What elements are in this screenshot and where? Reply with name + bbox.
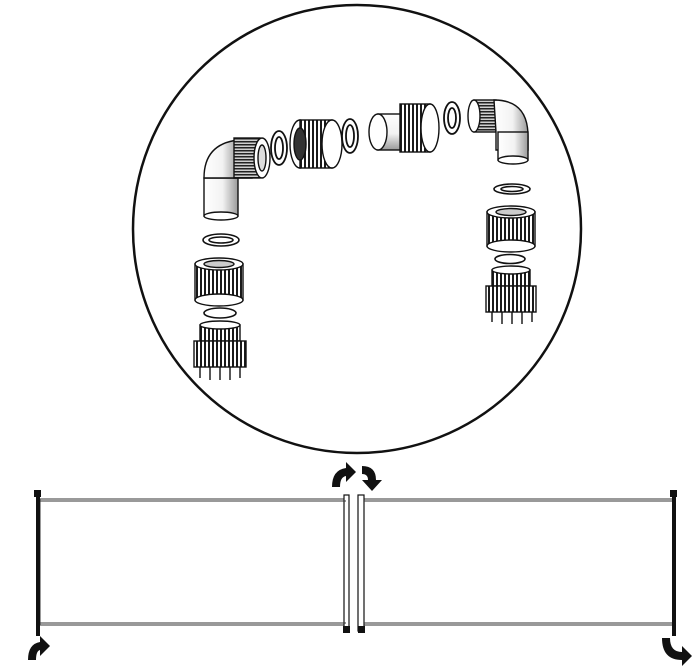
right-panel-body [363,498,675,626]
right-union-nut [486,205,536,253]
left-panel-body [39,498,347,626]
left-panel-post-right [343,494,350,632]
left-elbow-ring [202,233,240,247]
detail-view [131,3,583,455]
right-ring-lower [494,253,526,265]
left-lower-ring [203,307,237,319]
rotate-up-left-arrow [28,636,50,660]
rotate-down-right-arrow-top [362,466,382,491]
right-elbow [467,99,529,165]
left-panel [34,490,350,636]
right-panel [357,490,677,636]
left-union-nut [194,257,244,307]
right-panel-post-left [357,494,365,632]
top-ring-left [270,118,359,166]
left-elbow [203,137,271,221]
left-threaded-fitting [193,320,247,380]
right-panel-post-right [672,494,676,636]
top-union-nut-left [289,119,343,169]
top-union-nut-right [443,101,461,135]
left-panel-post-left [36,494,40,636]
rotate-up-right-arrow [332,462,356,487]
rotate-down-right-arrow-bottom [662,638,692,666]
right-ring-upper [493,183,531,195]
top-coupling [368,103,440,153]
right-threaded-fitting [485,265,537,324]
